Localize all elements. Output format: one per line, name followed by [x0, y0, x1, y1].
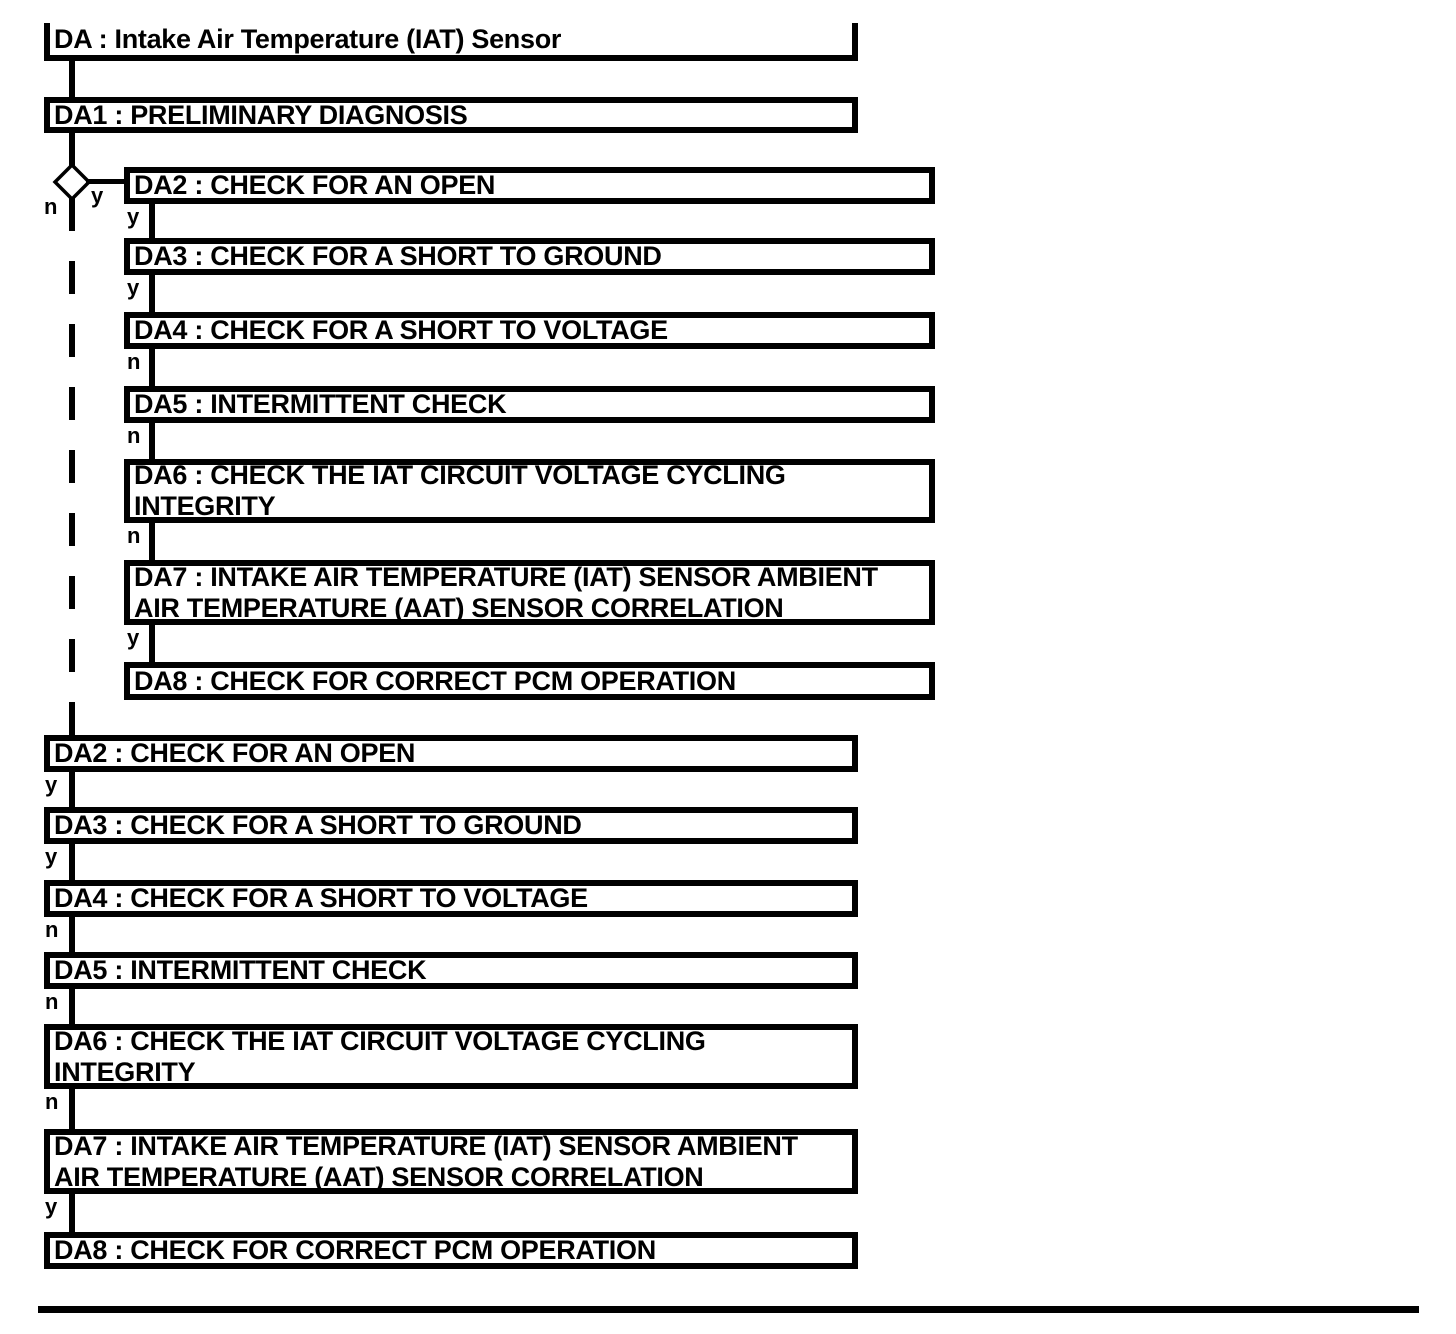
- main-answer-label: n: [45, 1089, 59, 1114]
- connector-line: [69, 917, 75, 952]
- connector-line: [149, 349, 155, 386]
- main-answer-label: y: [45, 844, 58, 869]
- connector-line: [86, 179, 124, 184]
- branch-answer-label: y: [127, 204, 140, 229]
- branch-answer-label: n: [127, 523, 141, 548]
- step-box-da1: DA1 : PRELIMINARY DIAGNOSIS: [44, 97, 858, 133]
- branch-step-box-da6: DA6 : CHECK THE IAT CIRCUIT VOLTAGE CYCL…: [124, 459, 935, 523]
- connector-line: [69, 1089, 75, 1129]
- connector-line: [69, 844, 75, 880]
- bottom-divider: [38, 1306, 1419, 1313]
- connector-line: [69, 772, 75, 807]
- branch-answer-label: n: [127, 349, 141, 374]
- main-answer-label: y: [45, 772, 58, 797]
- decision-yes-label: y: [91, 183, 104, 208]
- main-step-box-da3: DA3 : CHECK FOR A SHORT TO GROUND: [44, 807, 858, 844]
- connector-line: [69, 133, 75, 166]
- branch-step-box-da4: DA4 : CHECK FOR A SHORT TO VOLTAGE: [124, 312, 935, 349]
- branch-step-box-da2: DA2 : CHECK FOR AN OPEN: [124, 167, 935, 204]
- branch-answer-label: y: [127, 275, 140, 300]
- connector-line: [149, 275, 155, 312]
- main-step-box-da8: DA8 : CHECK FOR CORRECT PCM OPERATION: [44, 1232, 858, 1269]
- main-step-box-da4: DA4 : CHECK FOR A SHORT TO VOLTAGE: [44, 880, 858, 917]
- branch-step-box-da8: DA8 : CHECK FOR CORRECT PCM OPERATION: [124, 662, 935, 700]
- main-step-box-da5: DA5 : INTERMITTENT CHECK: [44, 952, 858, 989]
- flow-title-box: DA : Intake Air Temperature (IAT) Sensor: [44, 23, 858, 61]
- branch-step-box-da5: DA5 : INTERMITTENT CHECK: [124, 386, 935, 423]
- connector-line: [149, 523, 155, 560]
- branch-step-box-da7: DA7 : INTAKE AIR TEMPERATURE (IAT) SENSO…: [124, 560, 935, 625]
- connector-line: [69, 61, 75, 97]
- connector-line: [149, 204, 155, 238]
- branch-step-box-da3: DA3 : CHECK FOR A SHORT TO GROUND: [124, 238, 935, 275]
- main-answer-label: y: [45, 1194, 58, 1219]
- branch-answer-label: y: [127, 625, 140, 650]
- connector-line-dashed: [69, 198, 75, 708]
- main-answer-label: n: [45, 917, 59, 942]
- main-step-box-da2: DA2 : CHECK FOR AN OPEN: [44, 735, 858, 772]
- main-step-box-da7: DA7 : INTAKE AIR TEMPERATURE (IAT) SENSO…: [44, 1129, 858, 1194]
- connector-line: [69, 1194, 75, 1232]
- main-answer-label: n: [45, 989, 59, 1014]
- branch-answer-label: n: [127, 423, 141, 448]
- connector-line: [149, 625, 155, 662]
- decision-no-label: n: [44, 194, 58, 219]
- connector-line: [149, 423, 155, 459]
- connector-line: [69, 989, 75, 1024]
- connector-line: [69, 705, 75, 737]
- main-step-box-da6: DA6 : CHECK THE IAT CIRCUIT VOLTAGE CYCL…: [44, 1024, 858, 1089]
